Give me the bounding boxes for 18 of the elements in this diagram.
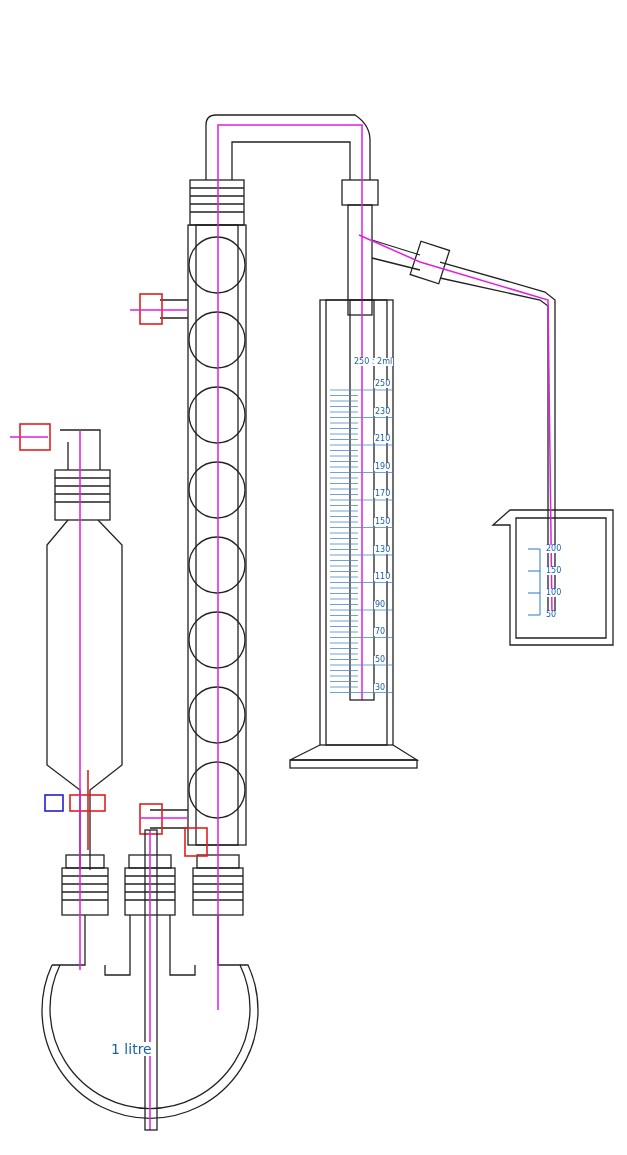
graduation-label: 30 [374, 683, 387, 692]
graduation-label: 90 [374, 600, 387, 609]
graduation-label: 50 [545, 611, 558, 619]
graduation-label: 150 [545, 567, 563, 575]
graduation-label: 190 [374, 462, 392, 471]
graduation-label: 230 [374, 407, 392, 416]
graduation-label: 250 [374, 380, 392, 388]
graduation-label: 50 [374, 656, 387, 664]
graduation-label: 130 [374, 545, 392, 554]
graduation-label: 200 [545, 545, 563, 553]
graduation-label: 70 [374, 628, 387, 637]
graduation-label: 210 [374, 435, 392, 444]
graduation-label: 100 [545, 589, 563, 597]
graduation-label: 110 [374, 573, 392, 582]
volume-label: 1 litre [110, 1042, 153, 1056]
graduation-label: 150 [374, 518, 392, 526]
scale-note: 250 : 2ml [353, 358, 394, 366]
graduation-label: 170 [374, 490, 392, 499]
